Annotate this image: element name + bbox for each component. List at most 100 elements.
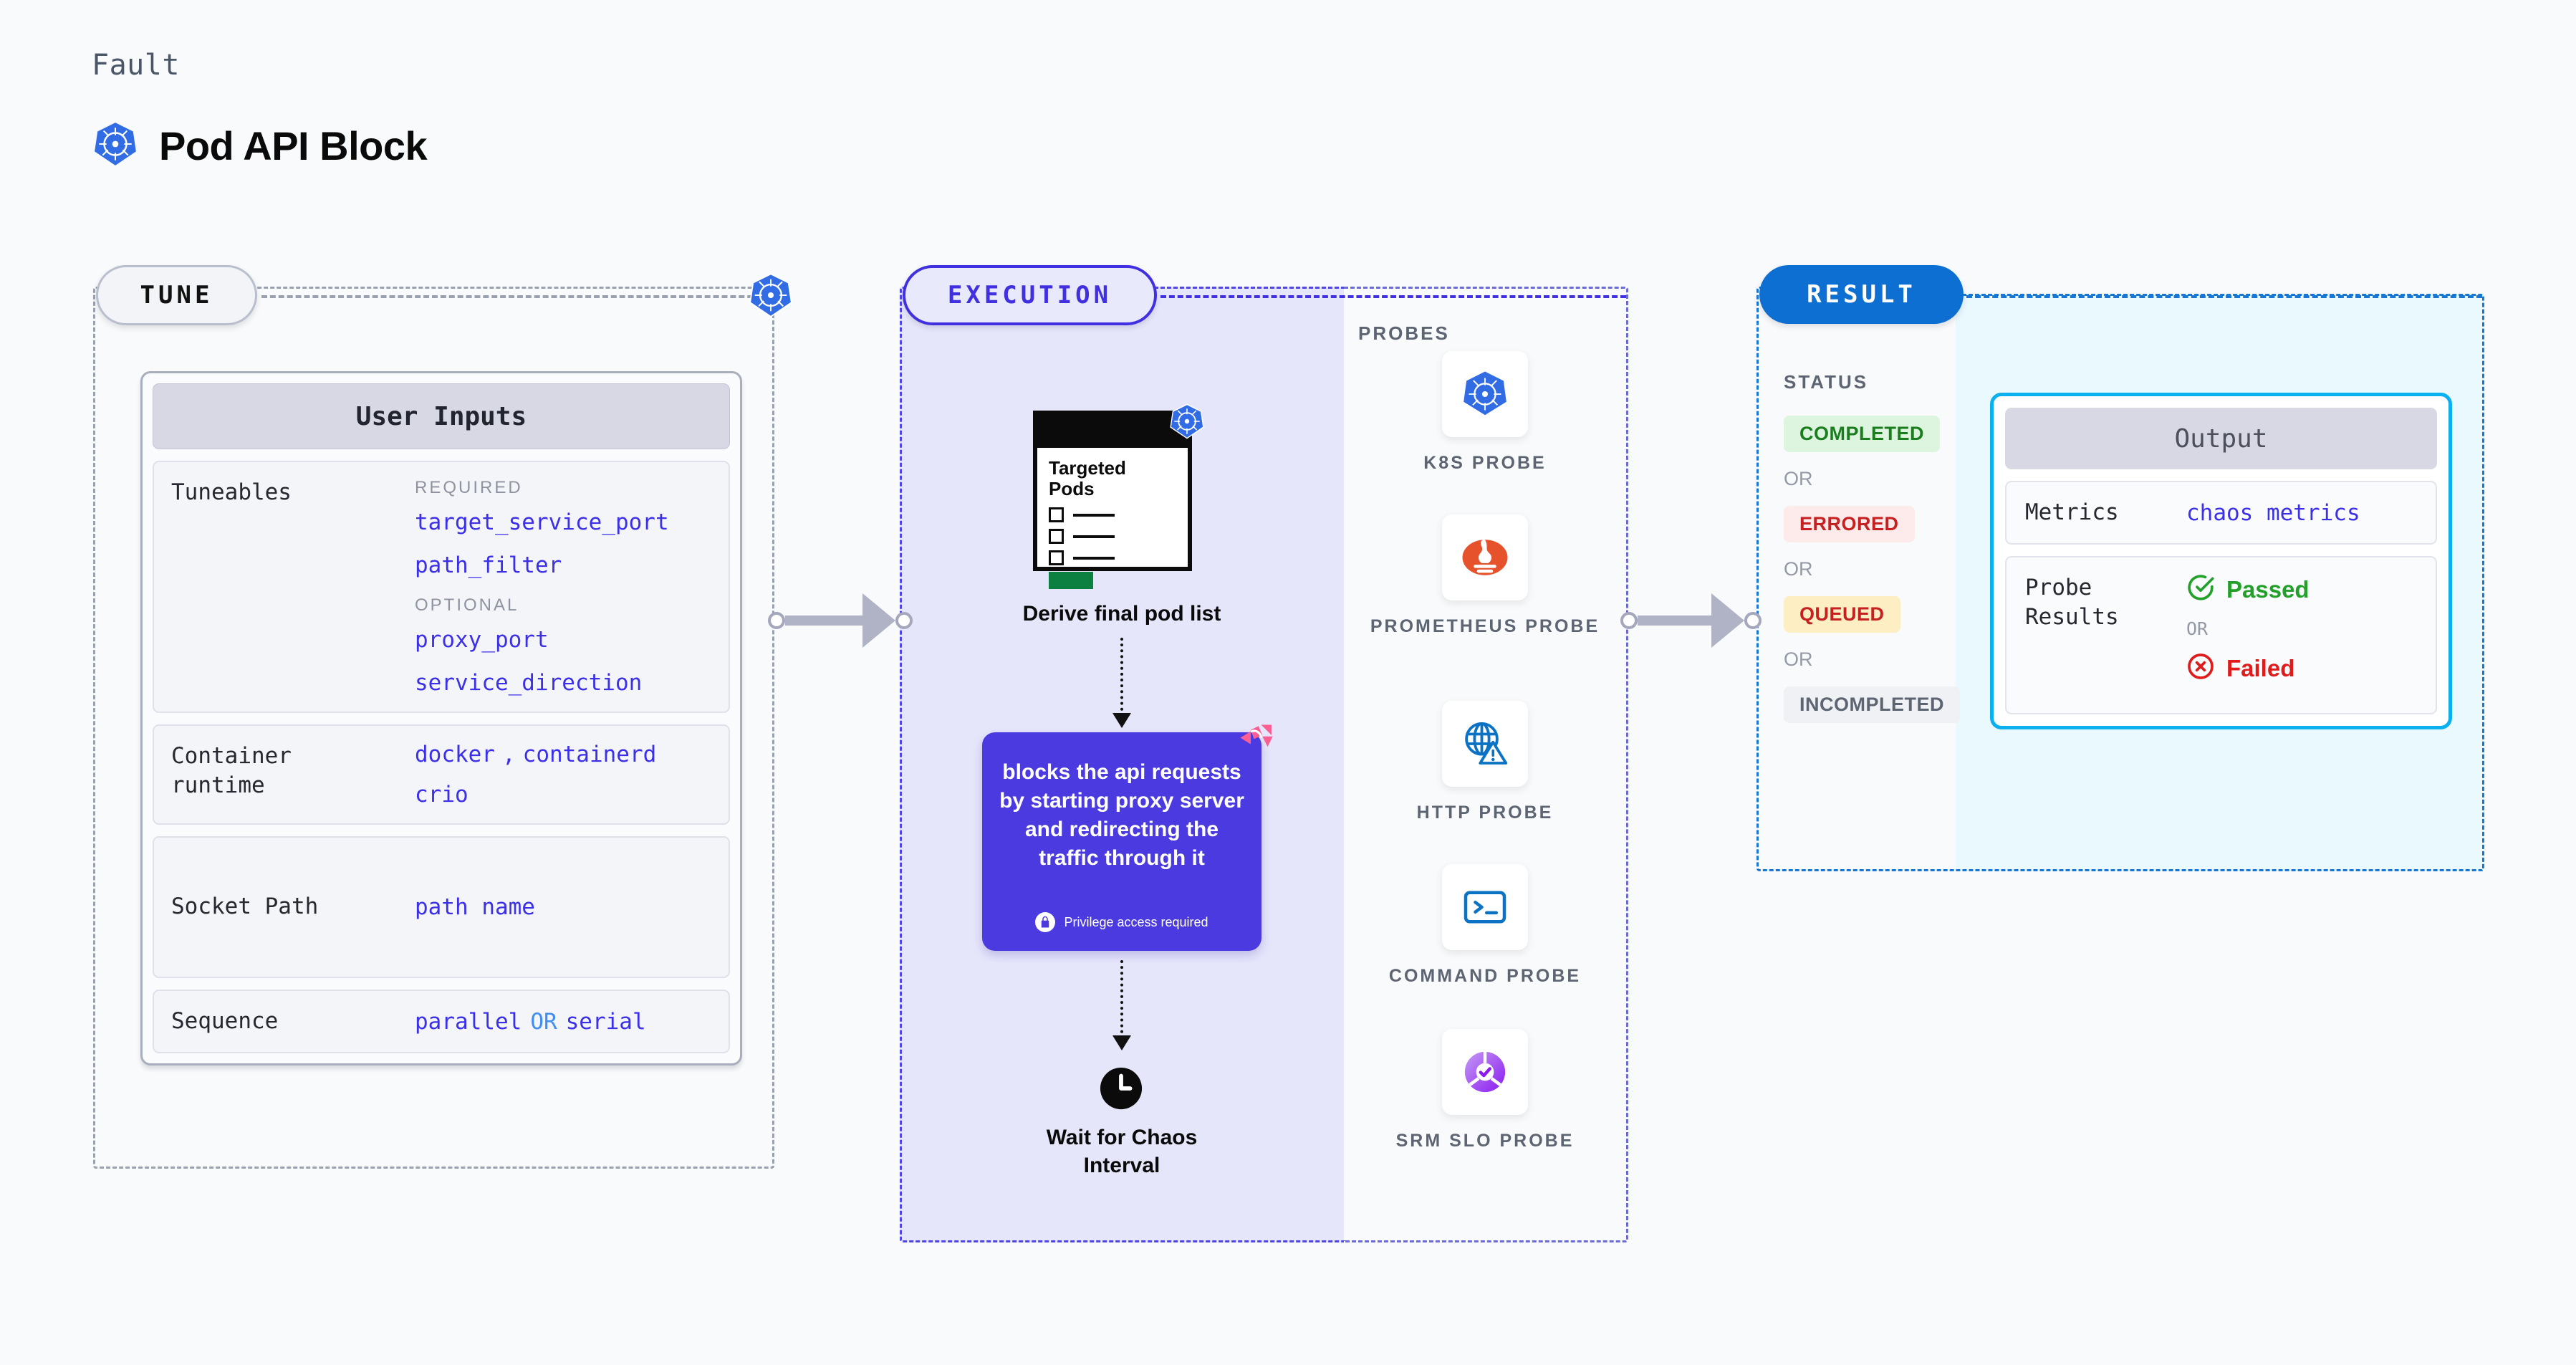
probe-label: SRM SLO PROBE [1395,1131,1575,1151]
flow-connector-line [1120,960,1123,1039]
probe-label: HTTP PROBE [1416,803,1554,823]
output-title: Output [2005,408,2437,469]
wait-for-chaos-interval-label: Wait for Chaos Interval [900,1124,1344,1179]
pods-card-title: Targeted Pods [1049,457,1176,500]
connector-arrowhead [862,593,895,648]
action-description-text: blocks the api requests by starting prox… [999,760,1244,870]
kubernetes-icon [1442,351,1528,437]
globe-warning-icon [1442,701,1528,787]
pod-list-item [1049,507,1176,523]
runtime-crio[interactable]: crio [415,782,468,808]
tune-section-key: Tuneables [171,479,292,505]
flow-arrowhead [1112,713,1131,728]
probe-item-srm-slo[interactable]: SRM SLO PROBE [1344,1029,1626,1154]
output-card: Output Metrics chaos metrics Probe Resul… [1990,393,2452,730]
status-badge-incompleted: INCOMPLETED [1784,686,1961,723]
x-circle-icon [2186,652,2215,684]
tune-region [93,287,774,1169]
output-probe-results-key: Probe Results [2025,573,2186,697]
probe-item-command[interactable]: COMMAND PROBE [1344,864,1626,989]
prometheus-icon [1442,514,1528,600]
runtime-containerd[interactable]: containerd [522,742,657,767]
probe-item-k8s[interactable]: K8S PROBE [1344,351,1626,476]
status-or-label: OR [1784,558,1813,580]
connector-arrowhead [1711,593,1744,648]
pods-card-title-line2: Pods [1049,478,1095,500]
tune-section-socket-path: Socket Path path name [153,836,730,978]
stage-pill-execution[interactable]: EXECUTION [903,265,1157,325]
tuneable-target-service-port[interactable]: target_service_port [415,509,669,535]
tune-section-tuneables: Tuneables REQUIRED target_service_port p… [153,461,730,713]
runtime-docker[interactable]: docker [415,742,495,767]
status-badge-errored: ERRORED [1784,506,1915,542]
litmus-icon [1236,721,1278,762]
flow-arrowhead [1112,1035,1131,1050]
probe-item-prometheus[interactable]: PROMETHEUS PROBE [1344,514,1626,639]
connector-bar [1638,616,1713,626]
terminal-icon [1442,864,1528,950]
tuneable-path-filter[interactable]: path_filter [415,552,562,578]
kubernetes-icon [1168,402,1206,441]
stage-pill-result[interactable]: RESULT [1759,265,1964,324]
probes-title: PROBES [1358,322,1450,344]
probe-result-passed-label: Passed [2226,575,2310,603]
probe-result-failed-label: Failed [2226,654,2295,681]
stage-pill-tune[interactable]: TUNE [96,265,257,325]
output-section-metrics: Metrics chaos metrics [2005,481,2437,545]
kubernetes-icon [92,120,139,171]
result-region [1756,287,1960,871]
runtime-separator: , [501,742,516,767]
kubernetes-icon [746,271,795,320]
pods-card-title-line1: Targeted [1049,457,1126,479]
probe-label: K8S PROBE [1423,453,1547,473]
status-or-label: OR [1784,648,1813,670]
probe-result-passed: Passed [2186,573,2417,605]
user-inputs-card: User Inputs Tuneables REQUIRED target_se… [140,371,742,1066]
action-description-card: blocks the api requests by starting prox… [982,732,1261,951]
checkbox-icon [1049,550,1064,566]
connector-bar [785,616,864,626]
execution-leader-line [1160,295,1626,298]
tuneables-group-label-required: REQUIRED [415,478,523,497]
probe-result-or-label: OR [2186,618,2209,640]
tune-section-key: Socket Path [171,894,319,920]
pod-list-item [1049,529,1176,545]
tuneable-proxy-port[interactable]: proxy_port [415,627,549,653]
probe-item-http[interactable]: HTTP PROBE [1344,701,1626,825]
check-circle-icon [2186,573,2215,605]
output-metrics-value[interactable]: chaos metrics [2186,499,2360,526]
probe-label: COMMAND PROBE [1388,966,1582,986]
user-inputs-title: User Inputs [153,383,730,449]
tuneables-group-label-optional: OPTIONAL [415,595,519,615]
connector-dot-end [895,612,913,629]
status-badge-completed: COMPLETED [1784,416,1941,452]
checkbox-icon [1049,507,1064,523]
probe-label: PROMETHEUS PROBE [1370,616,1600,636]
sequence-serial[interactable]: serial [565,1008,646,1035]
output-metrics-key: Metrics [2025,499,2119,525]
connector-dot-start [1620,612,1638,629]
probe-results-key-line2: Results [2025,604,2119,631]
socket-path-value[interactable]: path name [415,894,535,920]
tune-section-key: Sequence [171,1008,279,1034]
sequence-parallel[interactable]: parallel [415,1008,522,1035]
connector-tune-to-execution [768,593,913,648]
pod-list-item [1049,550,1176,566]
tuneable-service-direction[interactable]: service_direction [415,670,643,696]
derive-pod-list-label: Derive final pod list [1022,602,1221,626]
status-badge-queued: QUEUED [1784,596,1900,633]
output-section-probe-results: Probe Results Passed OR [2005,556,2437,715]
pod-status-bar [1049,572,1093,590]
sequence-separator: OR [530,1008,557,1035]
fault-title-row: Pod API Block [92,120,428,171]
page-title: Pod API Block [159,123,428,168]
connector-execution-to-result [1620,593,1762,648]
tune-leader-line [261,295,770,298]
connector-dot-start [768,612,785,629]
lock-icon [1035,912,1056,932]
privilege-note: Privilege access required [982,912,1261,932]
pod-name-placeholder [1073,535,1115,538]
targeted-pods-card: Targeted Pods [1033,411,1192,590]
